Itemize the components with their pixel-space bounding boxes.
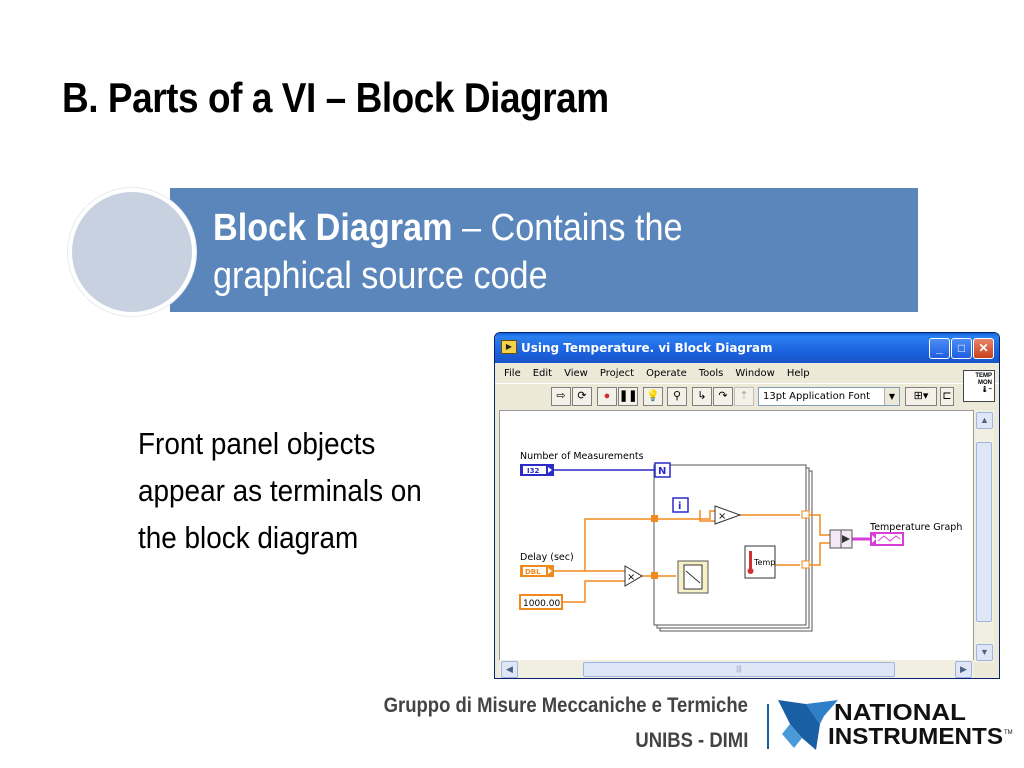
- step-out-icon: ⇡: [734, 387, 754, 406]
- scroll-left-icon[interactable]: ◀: [501, 661, 518, 678]
- logo-line1: NATIONAL: [834, 699, 966, 725]
- for-loop-frame[interactable]: [653, 464, 807, 626]
- multiply-node[interactable]: [714, 505, 742, 525]
- run-continuously-icon[interactable]: ⟳: [572, 387, 592, 406]
- input-tunnel[interactable]: [651, 515, 658, 522]
- vi-icon-text: TEMP MON: [975, 373, 992, 386]
- footer-group-name: Gruppo di Misure Meccaniche e Termiche: [383, 694, 748, 717]
- menu-file[interactable]: File: [504, 367, 521, 379]
- i32-terminal-label: I32: [527, 467, 539, 475]
- banner-rest: – Contains the graphical source code: [213, 207, 683, 297]
- retain-wire-values-icon[interactable]: ⚲: [667, 387, 687, 406]
- dbl-terminal-label: DBL: [525, 568, 541, 576]
- measurements-label: Number of Measurements: [520, 451, 644, 462]
- banner: [170, 188, 918, 312]
- menu-edit[interactable]: Edit: [532, 367, 553, 379]
- slide-title: B. Parts of a VI – Block Diagram: [62, 74, 609, 121]
- horizontal-scroll-thumb[interactable]: |||: [583, 662, 895, 677]
- logo-line2: INSTRUMENTS: [828, 723, 1003, 749]
- run-arrow-icon[interactable]: ⇨: [551, 387, 571, 406]
- step-over-icon[interactable]: ↷: [713, 387, 733, 406]
- loop-count-terminal[interactable]: [654, 462, 671, 478]
- multiply-symbol-outer: ×: [627, 572, 635, 583]
- diagram-canvas[interactable]: Number of Measurements Delay (sec) Tempe…: [499, 410, 974, 663]
- block-diagram-window[interactable]: ▶ Using Temperature. vi Block Diagram _ …: [494, 332, 1000, 679]
- menu-project[interactable]: Project: [599, 367, 635, 379]
- loop-index-terminal[interactable]: [672, 497, 689, 513]
- menu-operate[interactable]: Operate: [646, 367, 687, 379]
- pause-icon[interactable]: ❚❚: [618, 387, 638, 406]
- font-select[interactable]: 13pt Application Font ▼: [758, 387, 900, 406]
- vertical-scroll-thumb[interactable]: [976, 442, 992, 622]
- menu-tools[interactable]: Tools: [698, 367, 724, 379]
- input-tunnel[interactable]: [651, 572, 658, 579]
- footer-department: UNIBS - DIMI: [635, 729, 748, 752]
- multiply-node-outer[interactable]: [624, 565, 643, 587]
- abort-icon[interactable]: ●: [597, 387, 617, 406]
- maximize-button[interactable]: □: [951, 338, 972, 359]
- font-select-value: 13pt Application Font: [763, 391, 870, 402]
- scroll-down-icon[interactable]: ▼: [976, 644, 993, 661]
- output-tunnel[interactable]: [801, 560, 810, 569]
- menu-view[interactable]: View: [564, 367, 588, 379]
- align-objects-icon[interactable]: ⊞▾: [905, 387, 937, 406]
- window-titlebar[interactable]: ▶ Using Temperature. vi Block Diagram _ …: [495, 333, 999, 363]
- body-text: Front panel objects appear as terminals …: [138, 426, 422, 555]
- block-diagram: Number of Measurements Delay (sec) Tempe…: [519, 451, 962, 632]
- temp-subvi-label: Temp: [753, 558, 775, 567]
- multiply-symbol: ×: [718, 511, 726, 522]
- graph-label: Temperature Graph: [869, 522, 962, 533]
- loop-count-label: N: [658, 466, 666, 477]
- chevron-down-icon[interactable]: ▼: [884, 388, 899, 405]
- vertical-scrollbar[interactable]: ▲ ▼: [974, 410, 994, 663]
- menu-window[interactable]: Window: [735, 367, 775, 379]
- scroll-right-icon[interactable]: ▶: [955, 661, 972, 678]
- toolbar: ⇨ ⟳ ● ❚❚ 💡 ⚲ ↳ ↷ ⇡ 13pt Application Font…: [495, 370, 999, 409]
- footer-divider: [767, 704, 769, 749]
- banner-bold: Block Diagram: [213, 207, 453, 249]
- highlight-execution-icon[interactable]: 💡: [643, 387, 663, 406]
- step-into-icon[interactable]: ↳: [692, 387, 712, 406]
- menu-bar: File Edit View Project Operate Tools Win…: [495, 363, 999, 383]
- menu-help[interactable]: Help: [786, 367, 810, 379]
- window-title: Using Temperature. vi Block Diagram: [521, 341, 773, 355]
- banner-text: Block Diagram – Contains the graphical s…: [213, 204, 825, 300]
- close-button[interactable]: ✕: [973, 338, 994, 359]
- distribute-objects-icon[interactable]: ⊏: [940, 387, 954, 406]
- vi-file-icon: ▶: [501, 340, 517, 354]
- horizontal-scrollbar[interactable]: ◀ ||| ▶: [499, 660, 974, 678]
- delay-label: Delay (sec): [520, 552, 574, 563]
- ni-eagle-icon: [778, 700, 838, 750]
- national-instruments-logo: NATIONAL INSTRUMENTS TM: [778, 699, 1013, 750]
- output-tunnel[interactable]: [801, 510, 810, 519]
- loop-index-label: i: [678, 501, 681, 512]
- logo-trademark: TM: [1004, 730, 1013, 736]
- minimize-button[interactable]: _: [929, 338, 950, 359]
- numeric-constant-value: 1000.00: [523, 599, 560, 609]
- banner-circle: [68, 188, 196, 316]
- numeric-constant[interactable]: [519, 594, 563, 610]
- vi-connector-icon: TEMP MON🌡~: [963, 370, 995, 402]
- dbl-wires[interactable]: [554, 510, 830, 603]
- scroll-up-icon[interactable]: ▲: [976, 412, 993, 429]
